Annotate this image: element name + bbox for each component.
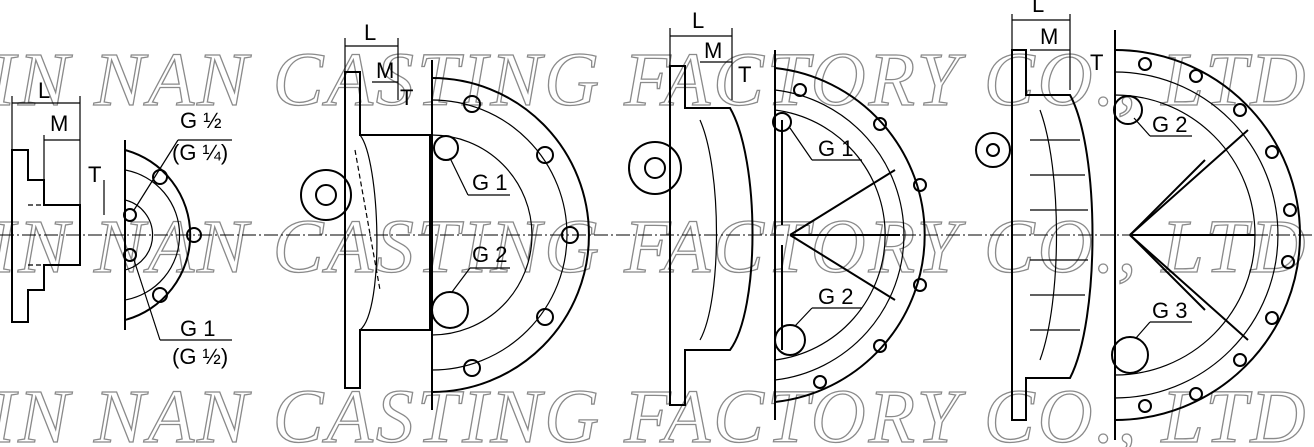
watermark-line-2: IN NAN CASTING FACTORY CO., LTD (0, 205, 1308, 289)
flange-4-section (1011, 49, 1094, 421)
dim-t-4: T (1090, 50, 1103, 75)
drawing-ribbed-cover: L M T G 1 G 2 (628, 8, 927, 420)
port-label-g1-3: G 1 (818, 136, 853, 161)
dim-l-3: L (692, 8, 704, 33)
flange-3-section (669, 65, 754, 406)
port-label-g-quarter: (G ¼) (172, 140, 228, 165)
port-label-g1-2: G 1 (472, 170, 507, 195)
port-label-g-half: G ½ (180, 108, 222, 133)
port-label-g2-4: G 2 (1152, 112, 1187, 137)
dim-m-4: M (1040, 24, 1058, 49)
port-label-g2-3: G 2 (818, 284, 853, 309)
dim-m-2: M (376, 58, 394, 83)
drawing-small-flange: L M T G ½ (G ¼) G 1 (G ½) (11, 78, 232, 369)
dim-l-4: L (1032, 0, 1044, 17)
dim-t-3: T (738, 62, 751, 87)
dim-l-2: L (364, 20, 376, 45)
port-label-g-half-alt: (G ½) (172, 344, 228, 369)
watermark-line-1: IN NAN CASTING FACTORY CO., LTD (0, 38, 1308, 122)
dim-t-2: T (400, 85, 413, 110)
dim-m-1: M (50, 111, 68, 136)
dim-m-3: M (704, 38, 722, 63)
watermark: IN NAN CASTING FACTORY CO., LTD IN NAN C… (0, 37, 1308, 447)
watermark-line-3: IN NAN CASTING FACTORY CO., LTD (0, 375, 1308, 447)
dim-t-1: T (88, 162, 101, 187)
drawing-medium-flange: L M T G 1 G 2 (300, 20, 590, 410)
flange-2-section (344, 71, 431, 389)
drawing-large-ribbed-cover: L M T G 2 G 3 (975, 0, 1301, 440)
flange-1-section (11, 149, 81, 323)
port-label-g2-2: G 2 (472, 242, 507, 267)
port-label-g3-4: G 3 (1152, 298, 1187, 323)
dim-l-1: L (38, 78, 50, 103)
port-label-g-1: G 1 (180, 316, 215, 341)
